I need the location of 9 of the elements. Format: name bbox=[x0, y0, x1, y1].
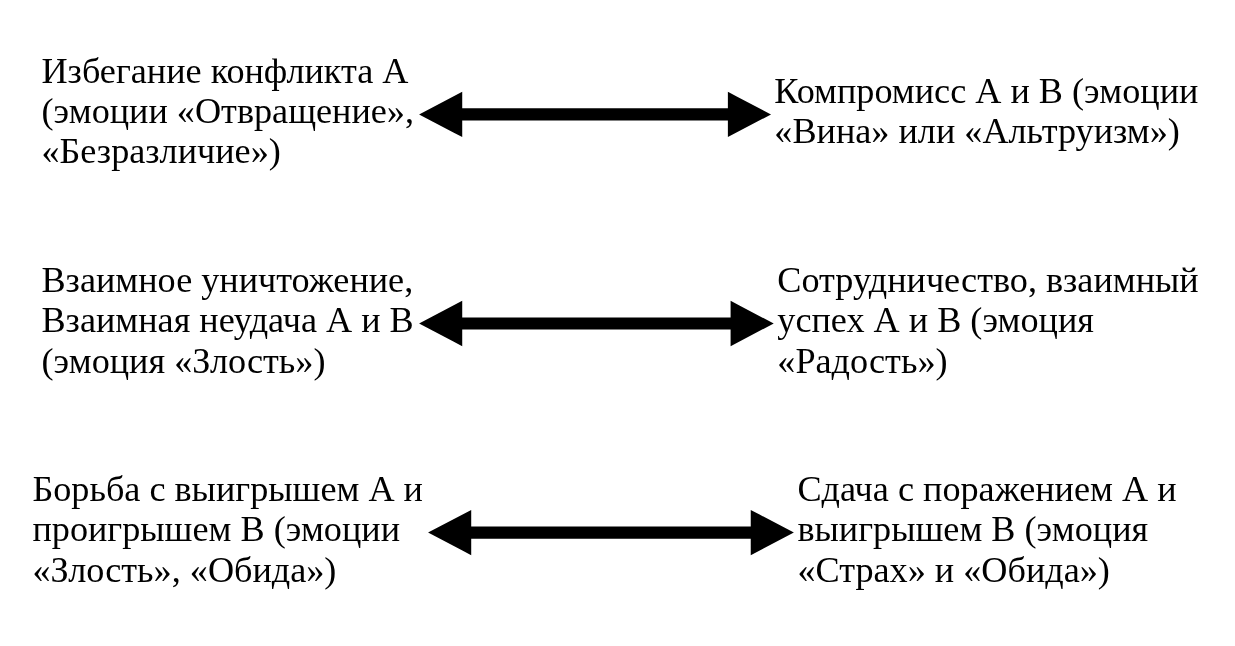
arrow bbox=[419, 91, 771, 137]
arrow bbox=[419, 300, 774, 346]
node-text: Борьба с выигрышем А и проигрышем В (эмоции «Злость», «Обида») bbox=[32, 468, 423, 590]
arrow bbox=[428, 509, 794, 555]
node-text: Сотрудничество, взаимный успех А и В (эмоция «Радость») bbox=[777, 259, 1199, 381]
node-text: Избегание конфликта А (эмоции «Отвращение», «Безразличие») bbox=[41, 50, 415, 171]
node-text: Компромисс А и В (эмоции «Вина» или «Альтруизм») bbox=[774, 70, 1199, 151]
node-text: Взаимное уничтожение, Взаимная неудача А и В (эмоция «Злость») bbox=[41, 259, 414, 381]
node-text: Сдача с поражением А и выигрышем В (эмоция «Страх» и «Обида») bbox=[797, 468, 1177, 590]
